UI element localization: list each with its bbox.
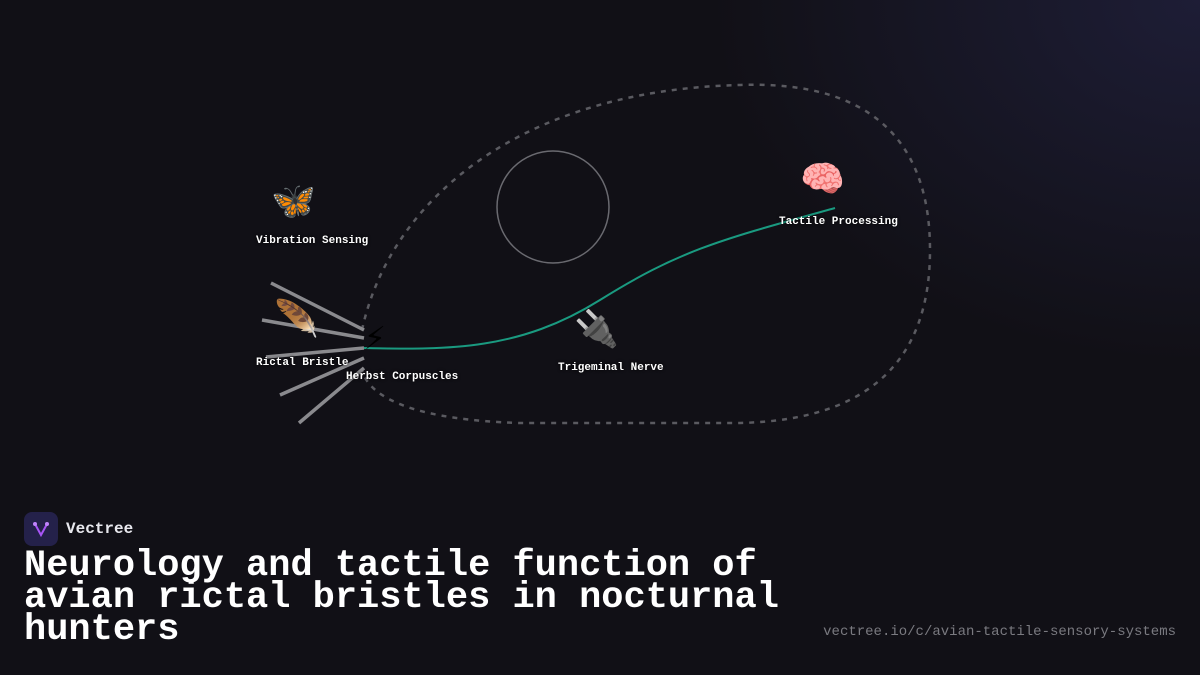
plug-icon: 🔌 bbox=[574, 311, 619, 352]
dashed-boundary bbox=[360, 83, 932, 425]
node-rictal-bristle[interactable]: Rictal Bristle bbox=[256, 357, 349, 369]
brand-name: Vectree bbox=[66, 520, 134, 538]
lightning-icon: ⚡ bbox=[364, 319, 386, 360]
butterfly-icon: 🦋 bbox=[271, 183, 316, 224]
node-tactile-processing[interactable]: Tactile Processing bbox=[779, 216, 898, 228]
brain-icon: 🧠 bbox=[800, 161, 845, 202]
context-circle bbox=[496, 150, 610, 264]
neural-pathway bbox=[363, 207, 836, 350]
node-vibration-sensing[interactable]: Vibration Sensing bbox=[256, 235, 369, 247]
vectree-fork-icon bbox=[24, 512, 58, 546]
brand: Vectree bbox=[24, 512, 133, 546]
page-url[interactable]: vectree.io/c/avian-tactile-sensory-syste… bbox=[823, 624, 1176, 640]
node-trigeminal-nerve[interactable]: Trigeminal Nerve bbox=[558, 362, 664, 374]
feather-icon: 🪶 bbox=[274, 301, 319, 342]
bristle-lines bbox=[261, 281, 366, 425]
page-title: Neurology and tactile function of avian … bbox=[24, 545, 779, 651]
node-herbst-corpuscles[interactable]: Herbst Corpuscles bbox=[346, 371, 459, 383]
